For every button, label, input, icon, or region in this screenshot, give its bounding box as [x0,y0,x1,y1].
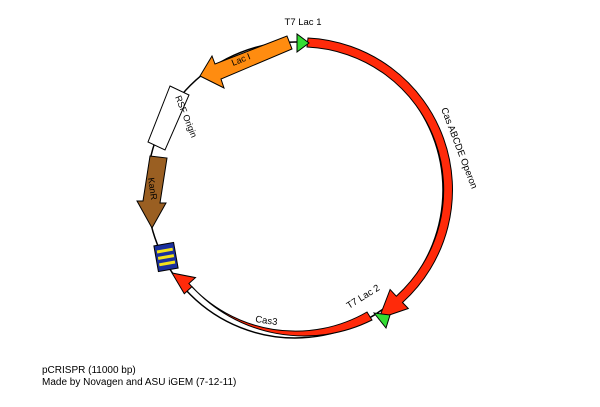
feature-kanr[interactable] [136,155,168,230]
label-kanr: KanR [146,177,159,201]
feature-t7-lac-2[interactable] [372,312,391,330]
feature-lac-i[interactable] [199,35,293,89]
label-t7-lac-2: T7 Lac 2 [345,283,382,312]
label-t7-lac-1: T7 Lac 1 [285,17,322,28]
feature-crispr-array[interactable] [153,241,179,273]
plasmid-name: pCRISPR (11000 bp) [42,365,136,376]
feature-t7-lac-1[interactable] [296,33,310,53]
label-cas3: Cas3 [255,314,279,328]
feature-rsf-origin[interactable] [147,85,190,151]
feature-cas-abcde[interactable] [306,37,453,320]
feature-cas3[interactable] [170,272,373,337]
credit-text: Made by Novagen and ASU iGEM (7-12-11) [42,377,237,388]
